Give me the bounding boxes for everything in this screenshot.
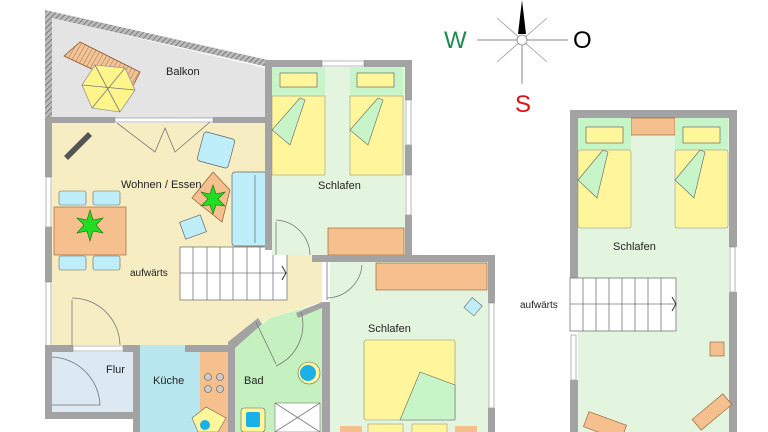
plant-icon	[200, 184, 226, 215]
chair	[179, 214, 207, 240]
bedroom-middle: Schlafen	[312, 255, 495, 432]
side-table	[709, 341, 725, 357]
dining-table	[53, 190, 127, 271]
stairs-label-upper: aufwärts	[520, 300, 558, 311]
compass-west: W	[444, 27, 467, 54]
room-label-kitchen: Küche	[153, 375, 184, 387]
wardrobe	[375, 262, 488, 291]
room-label-balcony: Balkon	[166, 66, 200, 78]
room-label-hall: Flur	[106, 364, 125, 376]
wardrobe	[327, 227, 405, 256]
compass-east: O	[573, 27, 592, 54]
room-label-living: Wohnen / Essen	[121, 179, 202, 191]
chair	[463, 297, 483, 317]
single-bed	[271, 67, 326, 176]
bathroom: Bad	[228, 302, 322, 432]
room-label-bedroom-top: Schlafen	[318, 180, 361, 192]
armchair	[196, 131, 236, 169]
room-label-bath: Bad	[244, 375, 264, 387]
living-room: Wohnen / Essen aufwärts	[45, 117, 322, 415]
single-bed	[577, 118, 632, 229]
compass-south: S	[515, 91, 531, 118]
room-label-upper-bedroom: Schlafen	[613, 241, 656, 253]
sofa	[231, 171, 268, 247]
tv	[64, 132, 92, 160]
kitchen-sink	[191, 406, 227, 432]
parasol	[81, 64, 136, 113]
upper-floor-bedroom: Schlafen aufwärts	[520, 110, 737, 432]
toilet	[240, 407, 266, 432]
balcony: Balkon	[45, 10, 268, 118]
compass-rose: W O S	[444, 0, 592, 118]
stove	[204, 373, 224, 393]
stairs-label: aufwärts	[130, 268, 168, 279]
staircase	[179, 246, 288, 301]
staircase	[569, 277, 677, 332]
lounger	[691, 393, 733, 431]
hall: Flur	[45, 345, 140, 419]
kitchen: Küche	[133, 345, 228, 432]
lounger	[583, 411, 627, 432]
room-label-bedroom-middle: Schlafen	[368, 323, 411, 335]
single-bed	[349, 67, 404, 176]
plant-icon	[76, 208, 104, 243]
wardrobe	[630, 117, 676, 136]
sink	[297, 361, 321, 385]
double-bed	[340, 339, 477, 432]
bedroom-top: Schlafen	[265, 60, 412, 262]
single-bed	[674, 118, 729, 229]
north-arrow-icon	[518, 0, 526, 34]
shower	[274, 402, 321, 432]
